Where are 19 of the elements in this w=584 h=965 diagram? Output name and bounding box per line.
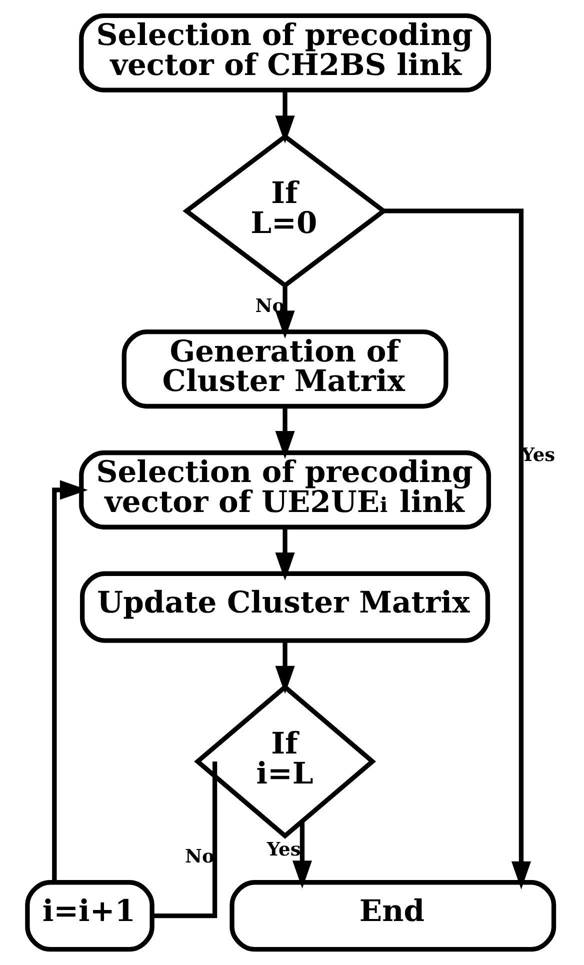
node-box: End (230, 880, 556, 952)
node-diamond: If i=L (194, 684, 376, 839)
arrow (275, 528, 295, 580)
node-box: Generation of Cluster Matrix (122, 330, 448, 409)
arrow (52, 480, 88, 882)
edge-label: Yes (521, 445, 556, 466)
arrow (275, 406, 295, 459)
arrow (292, 822, 312, 889)
arrow (275, 285, 295, 339)
node-box: i=i+1 (25, 880, 154, 952)
arrow (275, 640, 295, 694)
arrow (384, 208, 532, 890)
connector (152, 761, 218, 918)
node-box: Update Cluster Matrix (80, 571, 490, 643)
arrow (275, 90, 295, 144)
node-box: Selection of precoding vector of UE2UEi link (79, 450, 491, 530)
edge-label: Yes (266, 839, 301, 860)
node-box: Selection of precoding vector of CH2BS link (79, 13, 491, 92)
edge-label: No (185, 846, 214, 868)
